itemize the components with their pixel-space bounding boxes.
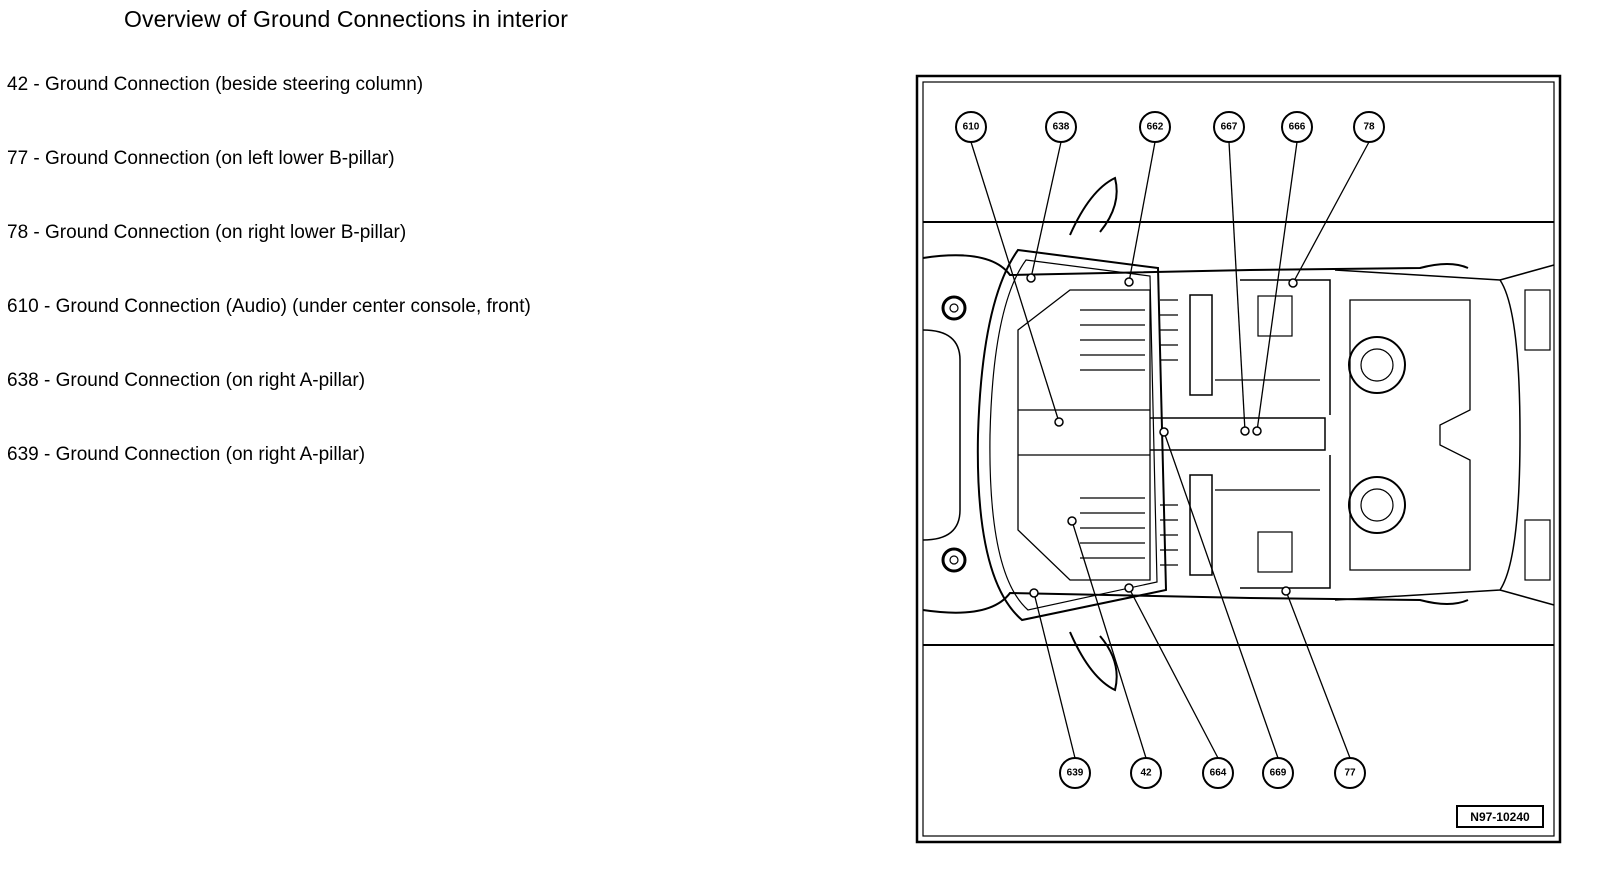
callout-label: 610	[963, 122, 980, 133]
callout-label: 666	[1289, 122, 1306, 133]
vehicle-body-outline	[922, 176, 1555, 692]
ground-point-marker	[1067, 516, 1077, 526]
callout-77: 77	[1334, 757, 1366, 789]
callout-42: 42	[1130, 757, 1162, 789]
callouts-top: 610 638 662 667 666 78	[955, 111, 1385, 143]
callout-664: 664	[1202, 757, 1234, 789]
legend-item: 42 - Ground Connection (beside steering …	[7, 73, 531, 147]
ground-point-marker	[1054, 417, 1064, 427]
ground-point-marker	[1159, 427, 1169, 437]
legend-number: 77	[7, 148, 29, 169]
callout-639: 639	[1059, 757, 1091, 789]
callout-label: 639	[1067, 768, 1084, 779]
callout-610: 610	[955, 111, 987, 143]
legend-item: 610 - Ground Connection (Audio) (under c…	[7, 295, 531, 369]
callout-666: 666	[1281, 111, 1313, 143]
legend-item: 638 - Ground Connection (on right A-pill…	[7, 369, 531, 443]
legend-list: 42 - Ground Connection (beside steering …	[7, 73, 531, 517]
legend-description: - Ground Connection (on right A-pillar)	[43, 444, 366, 465]
callout-78: 78	[1353, 111, 1385, 143]
legend-description: - Ground Connection (Audio) (under cente…	[43, 296, 531, 317]
legend-number: 638	[7, 370, 39, 391]
ground-point-marker	[1281, 586, 1291, 596]
ground-point-marker	[1124, 277, 1134, 287]
callout-label: 662	[1147, 122, 1164, 133]
figure-reference-label: N97-10240	[1470, 810, 1530, 824]
callout-label: 638	[1053, 122, 1070, 133]
ground-points	[1026, 273, 1298, 598]
callout-638: 638	[1045, 111, 1077, 143]
callout-label: 667	[1221, 122, 1238, 133]
legend-item: 639 - Ground Connection (on right A-pill…	[7, 443, 531, 517]
leader-lines	[970, 141, 1370, 759]
legend-number: 42	[7, 74, 29, 95]
ground-point-marker	[1026, 273, 1036, 283]
callout-label: 42	[1140, 768, 1152, 779]
legend-item: 77 - Ground Connection (on left lower B-…	[7, 147, 531, 221]
legend-description: - Ground Connection (on left lower B-pil…	[33, 148, 395, 169]
legend-description: - Ground Connection (on right lower B-pi…	[33, 222, 407, 243]
legend-number: 639	[7, 444, 39, 465]
legend-description: - Ground Connection (on right A-pillar)	[43, 370, 366, 391]
callout-669: 669	[1262, 757, 1294, 789]
ground-point-marker	[1240, 426, 1250, 436]
callout-label: 77	[1344, 768, 1356, 779]
figure-reference: N97-10240	[1456, 805, 1544, 828]
legend-number: 78	[7, 222, 29, 243]
callout-label: 664	[1210, 768, 1227, 779]
ground-point-marker	[1124, 583, 1134, 593]
callout-label: 669	[1270, 768, 1287, 779]
legend-description: - Ground Connection (beside steering col…	[33, 74, 424, 95]
callout-label: 78	[1363, 122, 1375, 133]
ground-point-marker	[1288, 278, 1298, 288]
legend-item: 78 - Ground Connection (on right lower B…	[7, 221, 531, 295]
ground-point-marker	[1252, 426, 1262, 436]
callout-662: 662	[1139, 111, 1171, 143]
callouts-bottom: 639 42 664 669 77	[1059, 757, 1366, 789]
legend-number: 610	[7, 296, 39, 317]
page-title: Overview of Ground Connections in interi…	[124, 6, 568, 32]
callout-667: 667	[1213, 111, 1245, 143]
ground-point-marker	[1029, 588, 1039, 598]
